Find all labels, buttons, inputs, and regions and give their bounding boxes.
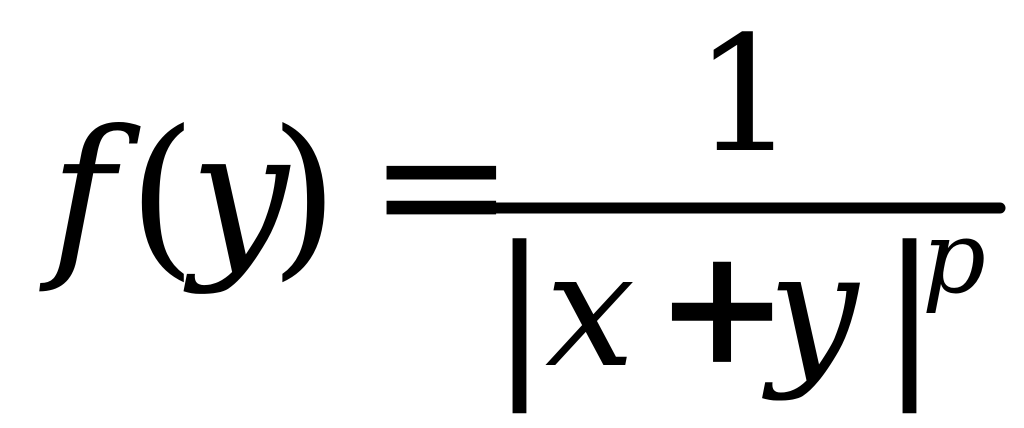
equals-sign: = [368, 84, 515, 287]
variable-y: y [183, 94, 291, 297]
variable-x: x [545, 216, 635, 403]
abs-bar-left: | [490, 211, 549, 414]
variable-y-denominator: y [762, 216, 861, 403]
numerator: 1 [694, 1, 796, 188]
function-symbol-f: f [39, 94, 141, 297]
abs-bar-right: | [880, 211, 939, 414]
plus-sign: + [655, 212, 789, 400]
open-paren: ( [128, 94, 196, 297]
close-paren: ) [270, 94, 338, 297]
exponent-p: p [922, 199, 986, 316]
